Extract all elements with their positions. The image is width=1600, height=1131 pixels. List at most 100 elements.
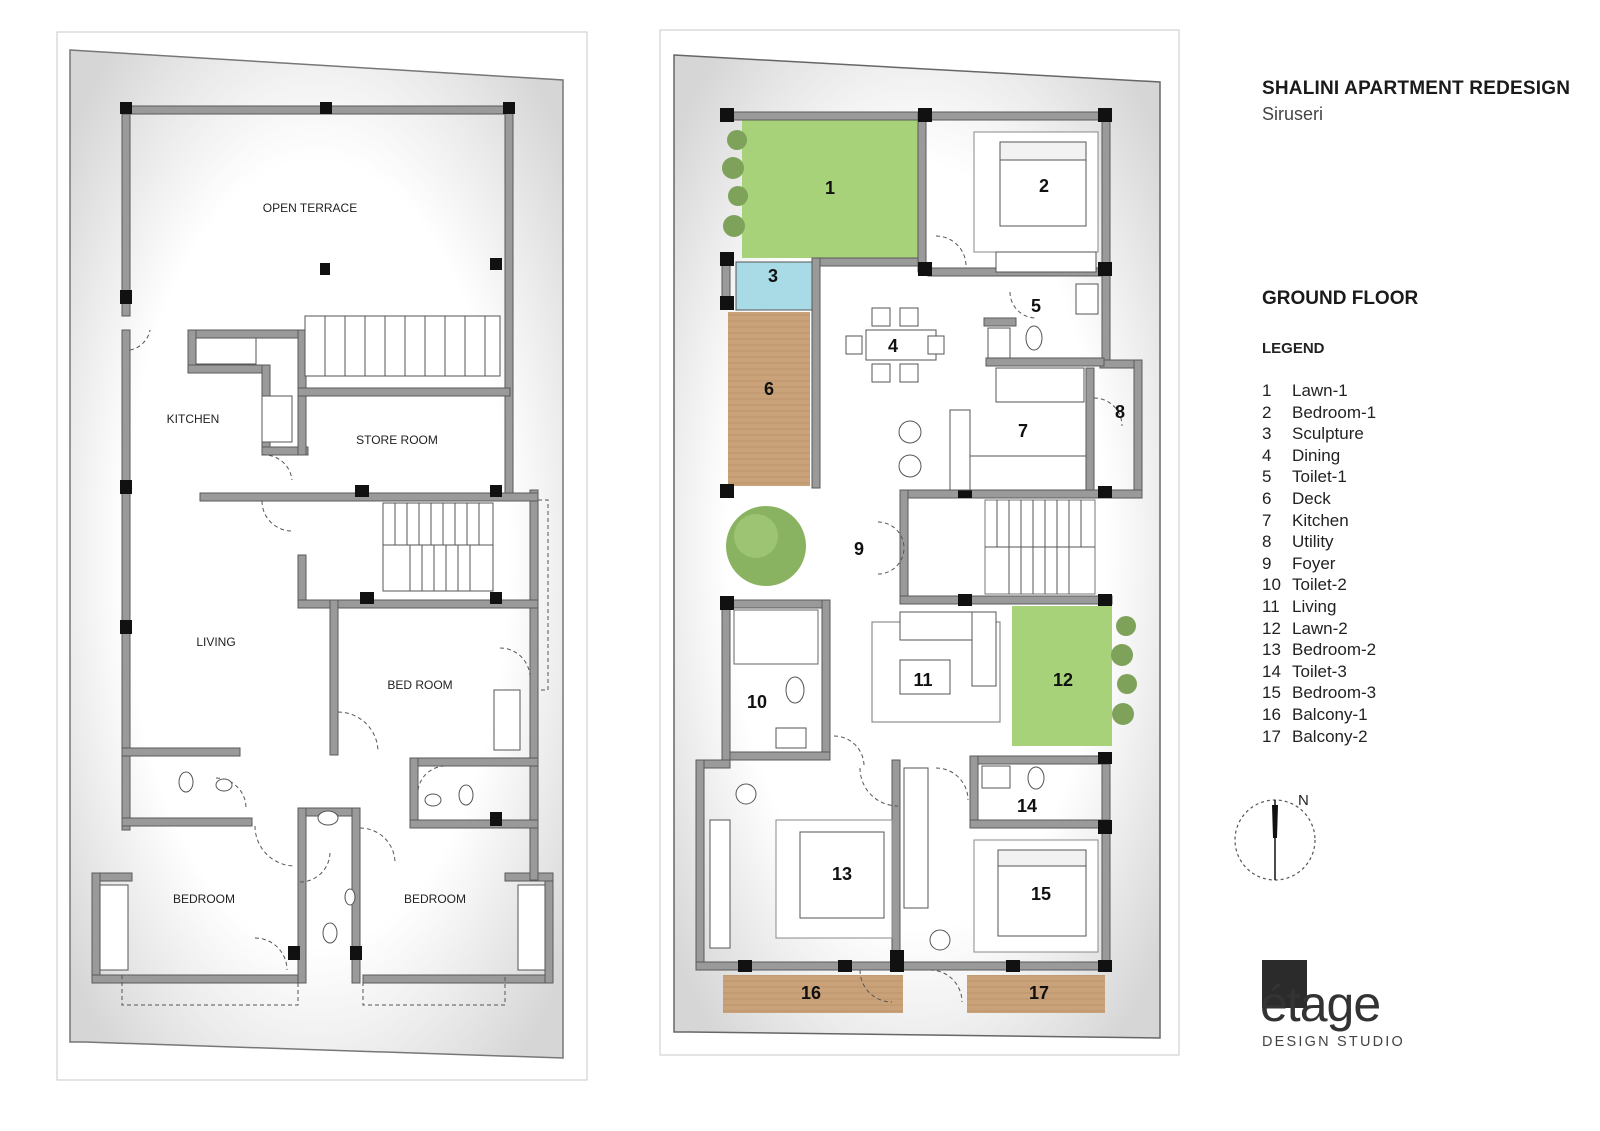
bar-stool — [898, 420, 922, 444]
wall — [297, 387, 511, 397]
dining-table — [845, 307, 945, 383]
wardrobe — [517, 884, 546, 971]
wall — [1133, 359, 1143, 499]
column — [958, 594, 972, 606]
project-title: SHALINI APARTMENT REDESIGN — [1262, 78, 1571, 99]
legend-item-number: 8 — [1262, 532, 1272, 552]
north-arrow-icon — [1234, 799, 1316, 881]
wall — [721, 111, 1111, 121]
column — [360, 592, 374, 604]
cooktop — [261, 395, 293, 443]
room-11: 11 — [913, 670, 932, 690]
label-kitchen: KITCHEN — [167, 412, 220, 426]
label-store-room: STORE ROOM — [356, 433, 438, 447]
wall — [1101, 111, 1111, 361]
column — [1098, 594, 1112, 606]
column — [320, 263, 330, 275]
legend-item-number: 7 — [1262, 510, 1272, 530]
legend-item-name: Bedroom-3 — [1292, 683, 1377, 703]
wall — [121, 105, 131, 317]
wall — [297, 554, 307, 608]
column — [490, 485, 502, 497]
deck-area — [728, 312, 810, 486]
bedroom-2-furniture — [709, 783, 893, 949]
legend-item-number: 13 — [1262, 640, 1281, 660]
project-location: Siruseri — [1262, 104, 1324, 124]
balcony-2-area — [967, 975, 1105, 1013]
legend-item-number: 11 — [1262, 596, 1280, 616]
wall — [1085, 367, 1095, 491]
wall — [187, 329, 307, 339]
wall — [297, 807, 307, 984]
column — [720, 596, 734, 610]
door-swing — [1093, 397, 1123, 427]
wall — [695, 759, 705, 971]
legend-item-name: Bedroom-2 — [1292, 640, 1377, 660]
wall — [121, 105, 511, 115]
door-swing — [215, 777, 247, 809]
wall — [91, 974, 303, 984]
balcony-outline — [362, 975, 506, 1006]
room-8: 8 — [1115, 402, 1125, 422]
basin-fixture — [215, 778, 233, 792]
foyer-tree — [726, 506, 806, 586]
column — [1098, 752, 1112, 764]
legend-item: 9 Foyer — [1262, 553, 1376, 575]
room-1: 1 — [825, 178, 835, 198]
door-swing — [935, 767, 969, 801]
column — [490, 812, 502, 826]
wall — [811, 257, 821, 489]
door-swing — [299, 851, 331, 883]
door-swing — [261, 500, 293, 532]
toilet-2-wc — [785, 676, 805, 704]
label-living: LIVING — [196, 635, 235, 649]
column — [120, 480, 132, 494]
legend-item-name: Foyer — [1292, 553, 1336, 573]
kitchen-counter — [195, 337, 257, 365]
side-table — [929, 929, 951, 951]
toilet-1-wc — [1025, 325, 1043, 351]
column — [1098, 960, 1112, 972]
legend-item: 12 Lawn-2 — [1262, 618, 1376, 640]
legend-item-name: Living — [1292, 596, 1337, 616]
legend-item-name: Balcony-2 — [1292, 726, 1368, 746]
legend-item: 11 Living — [1262, 596, 1376, 618]
column — [120, 102, 132, 114]
room-12: 12 — [1053, 670, 1073, 690]
wall — [329, 599, 339, 756]
legend-item-number: 12 — [1262, 618, 1281, 638]
wall — [121, 747, 241, 757]
planter-lawn-1 — [722, 130, 748, 237]
wall — [729, 751, 831, 761]
brand-tagline: DESIGN STUDIO — [1262, 1034, 1405, 1050]
legend-item-number: 9 — [1262, 553, 1272, 573]
door-swing — [499, 647, 531, 677]
wall — [917, 111, 927, 273]
toilet-1-basin — [987, 327, 1011, 359]
legend-item-name: Balcony-1 — [1292, 704, 1368, 724]
toilet-3-wc — [1027, 766, 1045, 790]
living-furniture — [871, 611, 1001, 723]
room-9: 9 — [854, 539, 864, 559]
column — [490, 592, 502, 604]
kitchen-counter — [995, 367, 1085, 403]
wall — [409, 757, 419, 827]
toilet-2-shower — [733, 609, 819, 665]
kitchen-counter — [951, 455, 1087, 491]
column — [1098, 262, 1112, 276]
legend-item-name: Lawn-2 — [1292, 618, 1348, 638]
door-swing — [877, 521, 905, 549]
column — [720, 252, 734, 266]
wall — [121, 817, 253, 827]
room-7: 7 — [1018, 421, 1028, 441]
legend-item-number: 4 — [1262, 445, 1272, 465]
column — [1098, 108, 1112, 122]
column — [918, 108, 932, 122]
door-swing — [877, 547, 905, 575]
wall — [529, 489, 539, 881]
wall — [983, 317, 1017, 327]
